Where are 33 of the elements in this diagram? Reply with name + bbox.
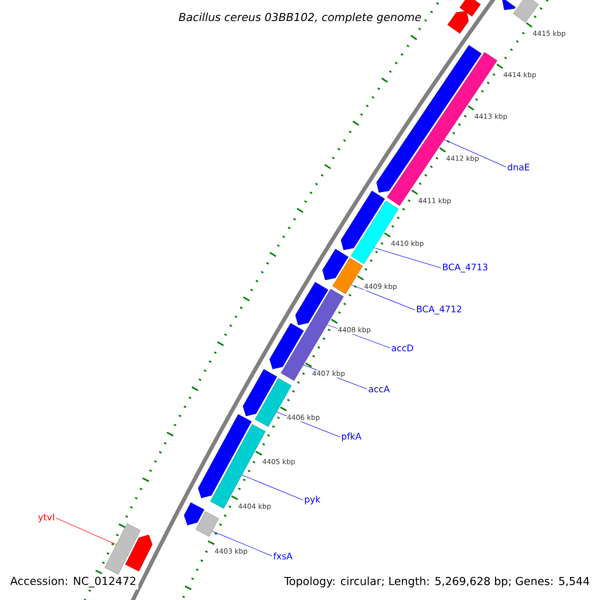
- gene-feature: [270, 323, 304, 370]
- info-text: Topology: circular; Length: 5,269,628 bp; Genes: 5,544: [282, 574, 592, 590]
- gene-label: ytvI: [38, 514, 54, 522]
- gene-feature: [447, 10, 469, 34]
- gene-feature: [340, 190, 385, 250]
- info-text: Accession: NC_012472: [8, 574, 138, 590]
- gene-feature: [196, 511, 219, 537]
- leader-line: [374, 248, 442, 268]
- gene-feature: [184, 502, 204, 526]
- gene-feature: [104, 523, 141, 575]
- gene-label: fxsA: [273, 552, 292, 560]
- gene-label: BCA_4713: [443, 264, 488, 272]
- title: Bacillus cereus 03BB102, complete genome: [176, 10, 424, 26]
- gene-feature: [198, 414, 252, 498]
- gene-feature: [322, 248, 348, 280]
- gene-label: pfkA: [342, 432, 362, 442]
- gene-feature: [295, 282, 328, 326]
- leader-line: [212, 530, 272, 556]
- leader-line: [242, 474, 304, 500]
- gene-label: BCA_4712: [417, 306, 462, 314]
- gene-feature: [332, 258, 363, 294]
- leader-line: [444, 139, 506, 168]
- gene-label: accA: [368, 386, 390, 392]
- gene-feature: [460, 0, 481, 17]
- gene-feature: [242, 369, 278, 416]
- gene-feature: [125, 534, 152, 572]
- leader-line: [56, 518, 116, 545]
- gene-label: pyk: [305, 496, 320, 504]
- gene-feature: [502, 0, 516, 10]
- gene-feature: [513, 0, 539, 23]
- gene-label: accD: [392, 344, 414, 352]
- leader-line: [351, 284, 416, 310]
- gene-label: dnaE: [508, 164, 530, 170]
